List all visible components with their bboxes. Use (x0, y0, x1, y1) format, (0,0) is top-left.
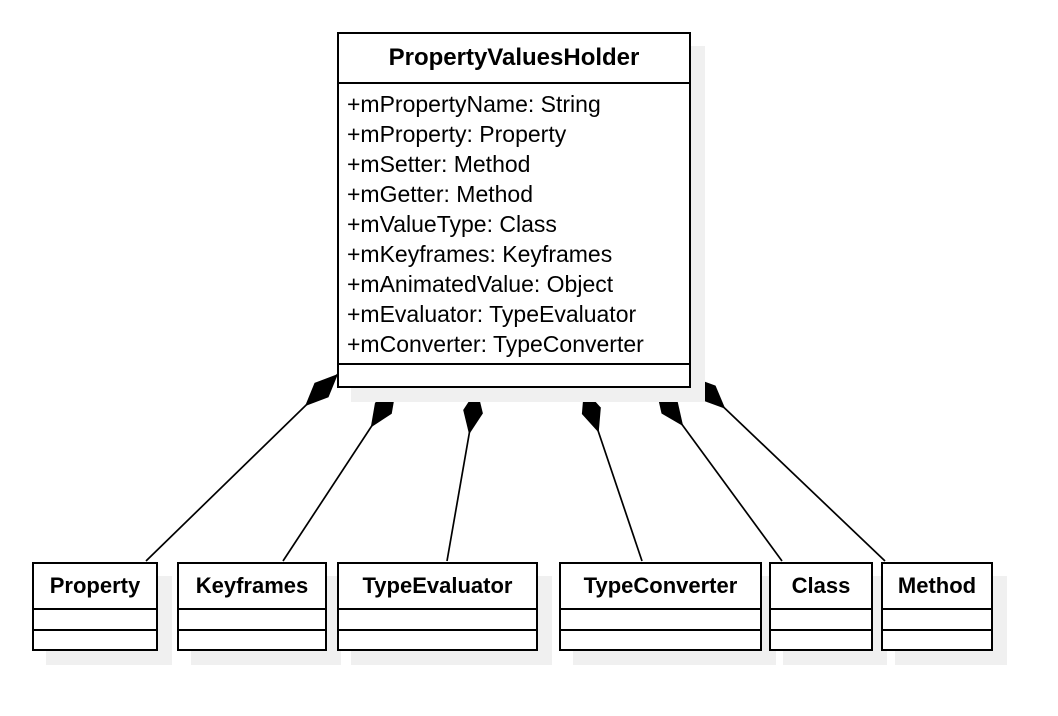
attribute-line: +mSetter: Method (347, 151, 531, 177)
association-line (691, 376, 886, 562)
class-title: Class (771, 564, 871, 610)
attribute-line: +mConverter: TypeConverter (347, 331, 644, 357)
class-attributes-empty (771, 610, 871, 631)
composition-connector-typeconverter (581, 388, 643, 562)
class-attributes-empty (339, 610, 536, 631)
class-box-type-evaluator: TypeEvaluator (337, 562, 538, 651)
association-line (583, 388, 643, 562)
attribute-line: +mAnimatedValue: Object (347, 271, 614, 297)
class-box-class: Class (769, 562, 873, 651)
class-methods-empty (561, 631, 760, 649)
class-methods-empty (339, 631, 536, 649)
attribute-line: +mPropertyName: String (347, 91, 601, 117)
class-box-method: Method (881, 562, 993, 651)
class-methods-empty (179, 631, 325, 649)
attribute-line: +mValueType: Class (347, 211, 557, 237)
composition-diamond-icon (692, 377, 726, 409)
composition-connector-keyframes (282, 388, 397, 562)
association-line (446, 388, 478, 562)
class-title: TypeEvaluator (339, 564, 536, 610)
class-methods-empty (339, 365, 689, 386)
class-title: Keyframes (179, 564, 325, 610)
composition-diamond-icon (581, 389, 601, 433)
class-box-property: Property (32, 562, 158, 651)
class-attributes-empty (34, 610, 156, 631)
composition-connector-typeevaluator (446, 388, 483, 562)
association-line (655, 388, 783, 562)
class-attributes-empty (179, 610, 325, 631)
class-box-keyframes: Keyframes (177, 562, 327, 651)
class-attributes: +mPropertyName: String +mProperty: Proper… (339, 84, 689, 365)
class-methods-empty (34, 631, 156, 649)
class-title: PropertyValuesHolder (339, 34, 689, 84)
attribute-line: +mProperty: Property (347, 121, 567, 147)
class-attributes-empty (561, 610, 760, 631)
composition-diamond-icon (305, 374, 338, 407)
attribute-line: +mEvaluator: TypeEvaluator (347, 301, 637, 327)
association-line (145, 373, 339, 562)
class-box-property-values-holder: PropertyValuesHolder +mPropertyName: Str… (337, 32, 691, 388)
class-methods-empty (883, 631, 991, 649)
class-title: Property (34, 564, 156, 610)
class-box-type-converter: TypeConverter (559, 562, 762, 651)
composition-connector-method (691, 376, 886, 562)
composition-diamond-icon (370, 389, 396, 428)
attribute-line: +mGetter: Method (347, 181, 533, 207)
composition-connector-class (655, 388, 783, 562)
composition-diamond-icon (656, 389, 684, 427)
class-title: TypeConverter (561, 564, 760, 610)
attribute-line: +mKeyframes: Keyframes (347, 241, 613, 267)
class-attributes-empty (883, 610, 991, 631)
class-methods-empty (771, 631, 871, 649)
association-line (282, 388, 397, 562)
composition-diamond-icon (463, 389, 483, 435)
class-title: Method (883, 564, 991, 610)
composition-connector-property (145, 373, 339, 562)
